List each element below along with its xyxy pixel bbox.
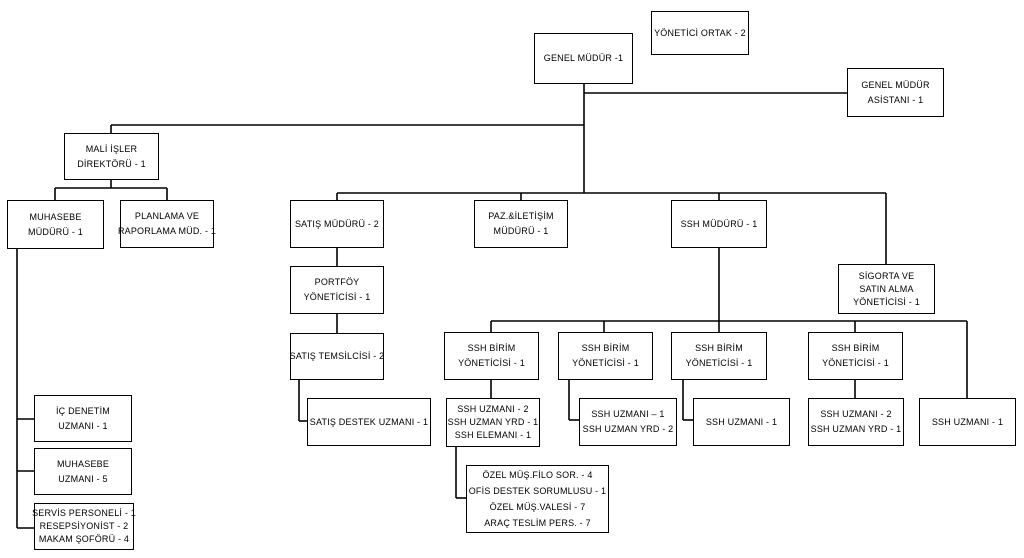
box-label-line: YÖNETİCİ ORTAK - 2 (654, 27, 746, 38)
box-label-line: YÖNETİCİSİ - 1 (458, 358, 525, 368)
ssh-muduru-box: SSH MÜDÜRÜ - 1 (671, 200, 767, 248)
gm-asistani-box: GENEL MÜDÜR ASİSTANI - 1 (847, 68, 944, 117)
ssh-birim-1-box: SSH BİRİM YÖNETİCİSİ - 1 (444, 332, 539, 380)
box-label-line: SATIN ALMA (859, 283, 914, 294)
box-label-line: SSH UZMANI – 1 (591, 409, 665, 419)
box-label-line: MÜDÜRÜ - 1 (28, 226, 83, 237)
box-label-line: ARAÇ TESLİM PERS. - 7 (484, 518, 591, 528)
satis-destek-box: SATIŞ DESTEK UZMANI - 1 (307, 398, 431, 446)
ssh-birim-4-box: SSH BİRİM YÖNETİCİSİ - 1 (808, 332, 903, 380)
mali-isler-box: MALİ İŞLER DİREKTÖRÜ - 1 (64, 133, 159, 180)
box-label-line: SSH UZMANI - 2 (457, 404, 529, 414)
box-label-line: İÇ DENETİM (55, 405, 110, 416)
box-label-line: SATIŞ MÜDÜRÜ - 2 (294, 218, 380, 229)
box-label-line: YÖNETİCİSİ - 1 (303, 292, 371, 302)
box-label-line: SSH UZMAN YRD - 2 (582, 424, 674, 434)
ozel-mus-box: ÖZEL MÜŞ.FİLO SOR. - 4 OFİS DESTEK SORUML… (466, 465, 609, 533)
box-label-line: ASİSTANI - 1 (867, 94, 924, 105)
planlama-box: PLANLAMA VE RAPORLAMA MÜD. - 1 (117, 200, 217, 248)
box-label-line: SERVİS PERSONELİ - 1 (32, 508, 136, 518)
box-label-line: YÖNETİCİSİ - 1 (572, 358, 639, 368)
ssh-birim-3-box: SSH BİRİM YÖNETİCİSİ - 1 (671, 332, 767, 380)
ssh-team-3-box: SSH UZMANI - 1 (693, 398, 790, 446)
box-label-line: MALİ İŞLER (85, 143, 138, 154)
box-label-line: MAKAM ŞOFÖRÜ - 4 (38, 534, 130, 544)
yonetici-ortak-box: YÖNETİCİ ORTAK - 2 (651, 11, 749, 55)
box-label-line: MUHASEBE (29, 211, 82, 222)
box-label-line: UZMANI - 1 (58, 420, 108, 431)
muhasebe-uzmani-box: MUHASEBE UZMANI - 5 (34, 448, 132, 495)
ic-denetim-box: İÇ DENETİM UZMANI - 1 (34, 395, 132, 442)
genel-mudur-box: GENEL MÜDÜR -1 (534, 33, 633, 84)
box-label-line: GENEL MÜDÜR (861, 79, 930, 90)
box-label-line: SSH BİRİM (467, 343, 516, 353)
box-label-line: SSH UZMANI - 1 (705, 416, 778, 427)
box-label-line: MUHASEBE (56, 458, 110, 469)
box-label-line: SSH BİRİM (831, 343, 880, 353)
box-label-line: MÜDÜRÜ - 1 (493, 226, 549, 236)
ssh-team-1-box: SSH UZMANI - 2 SSH UZMAN YRD - 1 SSH ELEMA… (446, 398, 540, 447)
box-label-line: YÖNETİCİSİ - 1 (685, 358, 753, 368)
portfoy-box: PORTFÖY YÖNETİCİSİ - 1 (290, 266, 384, 314)
box-label-line: ÖZEL MÜŞ.VALESİ - 7 (489, 502, 586, 512)
box-label-line: SSH UZMAN YRD - 1 (447, 417, 539, 427)
box-label-line: UZMANI - 5 (58, 473, 108, 484)
box-label-line: SSH BİRİM (581, 343, 630, 353)
ssh-team-4-box: SSH UZMANI - 2 SSH UZMAN YRD - 1 (808, 398, 904, 446)
box-label-line: SSH UZMANI - 1 (931, 416, 1004, 427)
box-label-line: YÖNETİCİSİ - 1 (853, 296, 920, 307)
box-label-line: RESEPSİYONİST - 2 (39, 521, 129, 531)
box-label-line: PORTFÖY (314, 277, 360, 287)
satis-muduru-box: SATIŞ MÜDÜRÜ - 2 (290, 200, 384, 248)
muhasebe-muduru-box: MUHASEBE MÜDÜRÜ - 1 (7, 200, 104, 249)
box-label-line: SSH MÜDÜRÜ - 1 (680, 218, 758, 229)
ssh-team-2-box: SSH UZMANI – 1 SSH UZMAN YRD - 2 (579, 398, 677, 446)
satis-temsilcisi-box: SATIŞ TEMSİLCİSİ - 2 (290, 333, 384, 380)
box-label-line: ÖZEL MÜŞ.FİLO SOR. - 4 (482, 470, 593, 480)
box-label-line: PLANLAMA VE (134, 211, 200, 221)
box-label-line: OFİS DESTEK SORUMLUSU - 1 (468, 486, 607, 496)
ssh-uzmani-direct-box: SSH UZMANI - 1 (919, 398, 1016, 446)
box-label-line: RAPORLAMA MÜD. - 1 (117, 226, 217, 236)
sigorta-box: SİGORTA VE SATIN ALMA YÖNETİCİSİ - 1 (838, 264, 935, 314)
box-label-line: PAZ.&İLETİŞİM (488, 211, 554, 221)
box-label-line: SSH BİRİM (695, 343, 743, 353)
box-label-line: SSH UZMAN YRD - 1 (810, 424, 902, 434)
box-label-line: SSH UZMANI - 2 (820, 409, 892, 419)
box-label-line: SATIŞ DESTEK UZMANI - 1 (309, 416, 429, 427)
box-label-line: YÖNETİCİSİ - 1 (822, 358, 889, 368)
box-label-line: GENEL MÜDÜR -1 (543, 53, 624, 63)
paz-iletisim-box: PAZ.&İLETİŞİM MÜDÜRÜ - 1 (474, 200, 568, 248)
box-label-line: SATIŞ TEMSİLCİSİ - 2 (289, 351, 385, 361)
servis-box: SERVİS PERSONELİ - 1 RESEPSİYONİST - 2 MAK… (32, 503, 136, 550)
box-label-line: DİREKTÖRÜ - 1 (77, 158, 146, 169)
box-label-line: SSH ELEMANI - 1 (454, 430, 532, 440)
ssh-birim-2-box: SSH BİRİM YÖNETİCİSİ - 1 (558, 332, 653, 380)
box-label-line: SİGORTA VE (858, 270, 915, 281)
